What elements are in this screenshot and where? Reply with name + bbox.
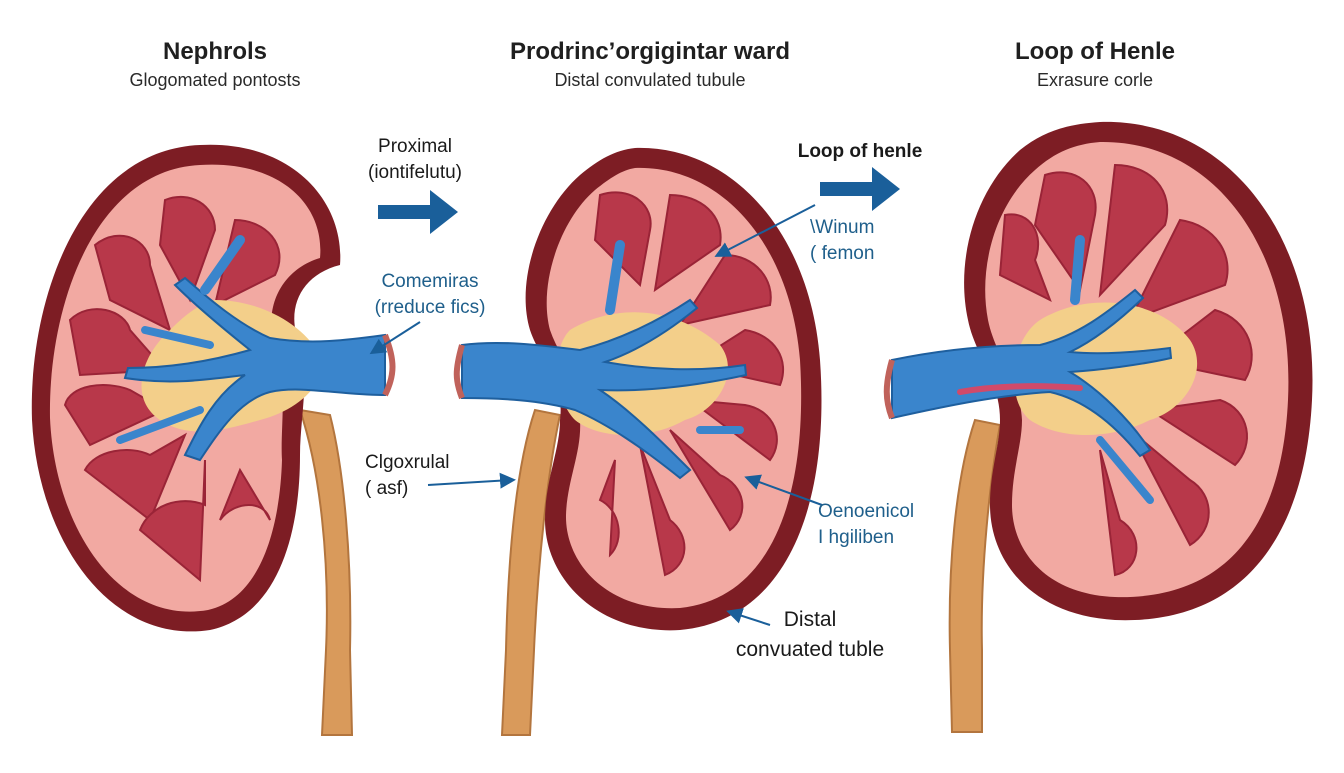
callout-clgoxrulal-line1: Clgoxrulal [365,452,450,473]
leader-lines [369,204,823,626]
renal-pelvis-left [123,276,386,462]
arrow-right-1 [378,190,458,234]
callout-oenoenicol-line2: I hgiliben [818,527,895,548]
arrow-right-2 [820,167,900,211]
panel-2-subtitle: Distal convulated tubule [554,70,746,90]
kidney-left [31,144,396,736]
callout-loop-of-henle: Loop of henle [797,141,923,162]
callout-proximal: Proximal (iontifelutu) [345,134,485,186]
renal-pelvis-right [891,288,1173,458]
ureter-right [948,418,1002,733]
callout-proximal-line2: (iontifelutu) [368,162,462,183]
ureter-left [298,408,354,736]
callout-oenoenicol: Oenoenicol I hgiliben [818,499,948,551]
flow-arrows [378,167,900,234]
callout-proximal-line1: Proximal [378,136,452,157]
kidney-right [883,121,1313,733]
callout-distal-line2: convuated tuble [735,638,885,661]
callout-winum: \Winum ( femon [810,215,910,267]
kidney-middle [453,147,822,736]
callout-distal: Distal convuated tuble [705,605,915,665]
ureter-middle [500,408,562,736]
callout-comemiras-line1: Comemiras [381,271,479,292]
callout-distal-line1: Distal [783,608,837,631]
callout-winum-line2: ( femon [810,243,875,264]
callout-comemiras-line2: (rreduce fics) [374,297,486,318]
callout-clgoxrulal-line2: ( asf) [365,478,409,499]
panel-3-title: Loop of Henle [1015,38,1175,65]
renal-pelvis-middle [461,298,748,480]
callout-winum-line1: \Winum [810,217,875,238]
callout-comemiras: Comemiras (rreduce fics) [355,269,505,321]
panel-3-subtitle: Exrasure corle [1036,70,1154,90]
panel-1-subtitle: Gloɡomated pontosts [129,70,301,90]
panel-2-title: Prodrinc’orgigintar ward [509,38,791,65]
panel-1-title: Nephrols [162,38,267,65]
callout-clgoxrulal: Clgoxrulal ( asf) [365,450,480,502]
callout-oenoenicol-line1: Oenoenicol [818,501,915,522]
